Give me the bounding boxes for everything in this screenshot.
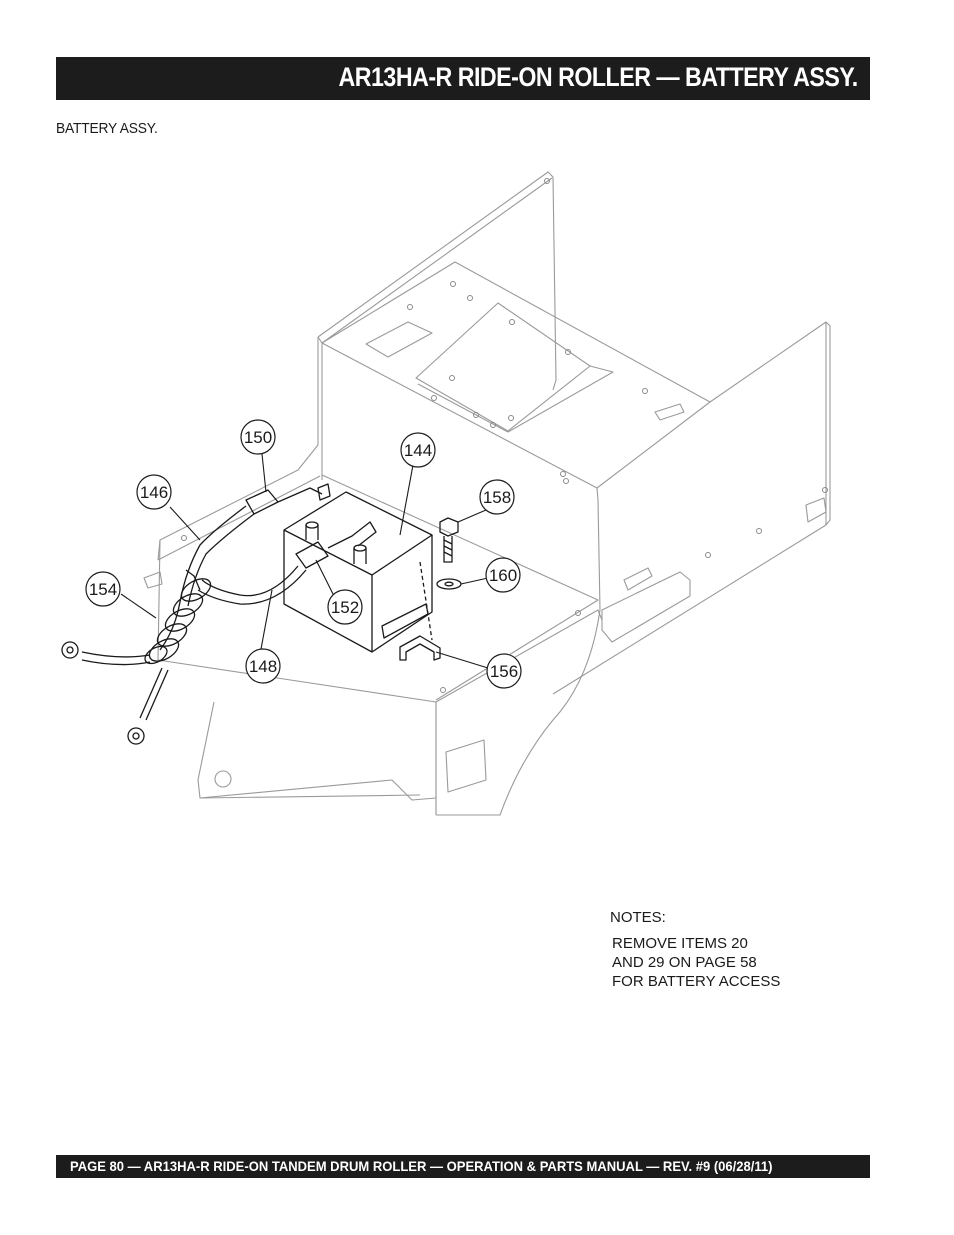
callout-label: 144 [404, 441, 432, 460]
right-mount-bracket [601, 571, 691, 643]
title-bar: AR13HA-R RIDE-ON ROLLER — BATTERY ASSY. [56, 57, 870, 100]
callout-bubble [240, 419, 276, 455]
ring-terminal-left [61, 641, 79, 659]
callout-bubble [485, 557, 521, 593]
callout-label: 160 [489, 566, 517, 585]
footer-text: PAGE 80 — AR13HA-R RIDE-ON TANDEM DRUM R… [70, 1158, 773, 1174]
section-label: BATTERY ASSY. [56, 120, 158, 137]
callout-label: 154 [89, 580, 117, 599]
positive-cable [159, 505, 247, 651]
notes-line: AND 29 ON PAGE 58 [612, 954, 757, 971]
callout-label: 150 [244, 428, 272, 447]
callout-bubble [327, 589, 363, 625]
frame-left-panel [157, 337, 319, 561]
callout-bubble [486, 653, 522, 689]
washer [436, 578, 462, 590]
bolt [439, 517, 459, 537]
notes-body: REMOVE ITEMS 20 AND 29 ON PAGE 58 FOR BA… [612, 934, 780, 991]
callout-bubble [479, 479, 515, 515]
callout-label: 148 [249, 657, 277, 676]
frame-back-panel [317, 171, 557, 391]
callout-label: 156 [490, 662, 518, 681]
page-title: AR13HA-R RIDE-ON ROLLER — BATTERY ASSY. [338, 62, 859, 92]
notes-line: FOR BATTERY ACCESS [612, 973, 781, 990]
notes-line: REMOVE ITEMS 20 [612, 935, 748, 952]
left-lower-bracket [197, 701, 437, 801]
callout-label: 152 [331, 598, 359, 617]
callout-label: 158 [483, 488, 511, 507]
callout-label: 146 [140, 483, 168, 502]
frame-top-deck [321, 261, 711, 489]
notes-heading: NOTES: [610, 909, 666, 926]
coiled-cable [144, 578, 212, 665]
frame-right-panel [552, 321, 831, 695]
ring-terminal-bottom [127, 727, 145, 745]
callout-group: 150 144 146 158 154 160 152 148 156 [85, 419, 522, 689]
hold-down-bracket [399, 635, 441, 661]
callout-bubble [245, 648, 281, 684]
callout-bubble [136, 474, 172, 510]
callout-bubble [400, 432, 436, 468]
footer-bar: PAGE 80 — AR13HA-R RIDE-ON TANDEM DRUM R… [56, 1155, 870, 1178]
callout-bubble [85, 571, 121, 607]
